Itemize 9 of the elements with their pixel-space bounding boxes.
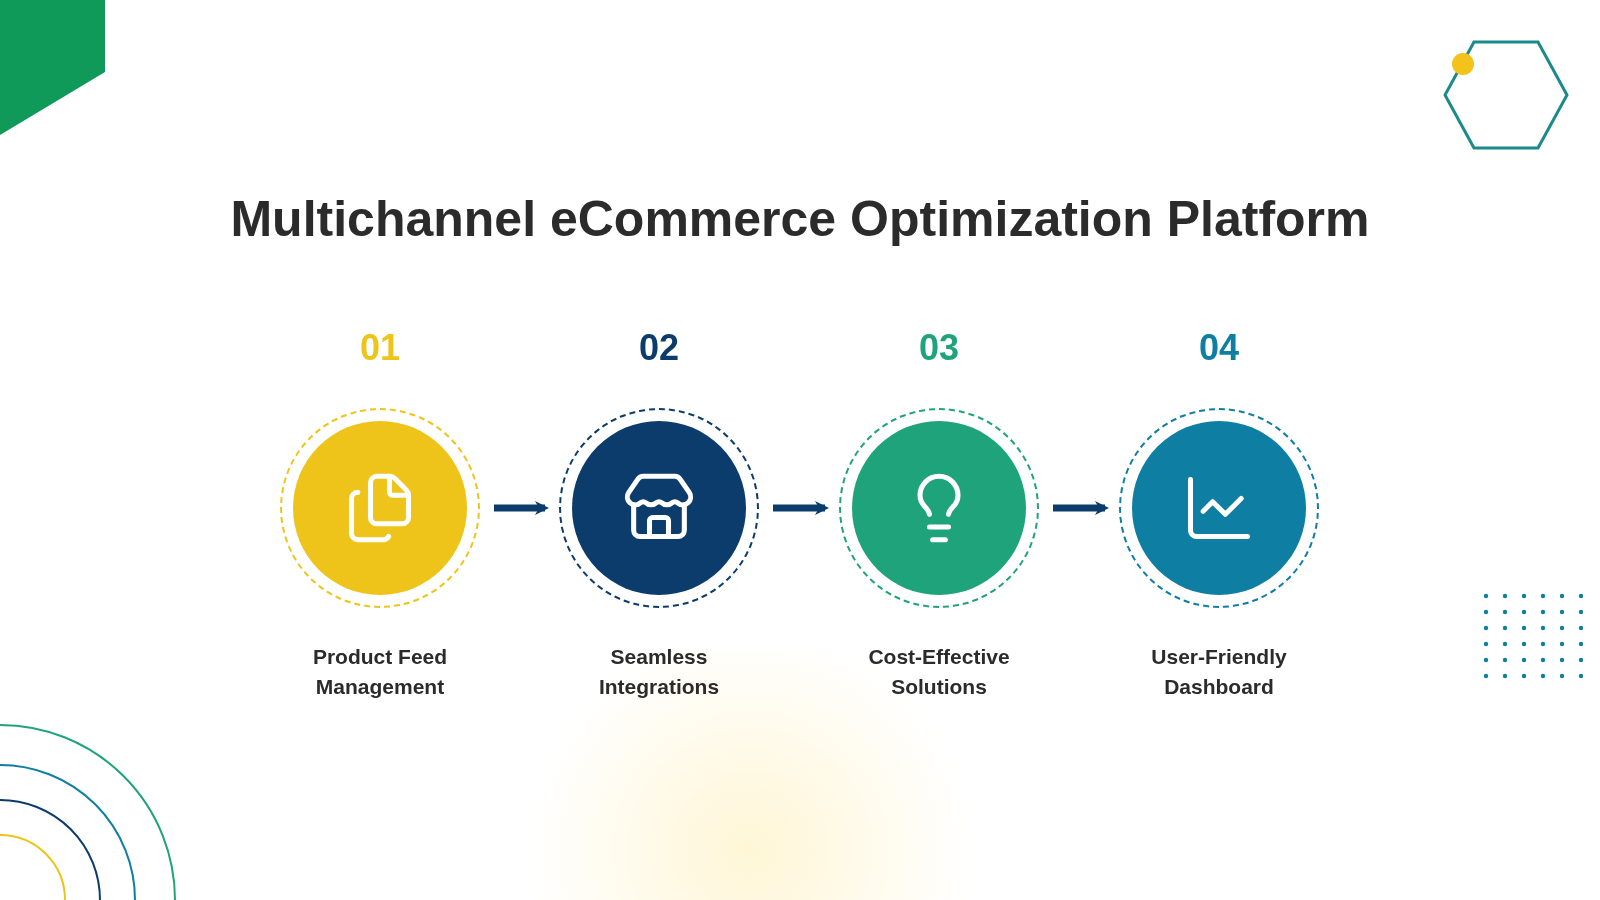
step-label: Product Feed Management [311,644,449,700]
title: Multichannel eCommerce Optimization Platform [229,190,1371,249]
step-label: Cost-Effective Solutions [867,644,1011,700]
step-label: Seamless Integrations [597,644,721,700]
step-number: 03 [918,326,959,370]
step-number: 02 [638,326,679,370]
step-label: User-Friendly Dashboard [1150,644,1288,700]
step-number: 04 [1198,326,1239,370]
step-number: 01 [359,326,400,370]
